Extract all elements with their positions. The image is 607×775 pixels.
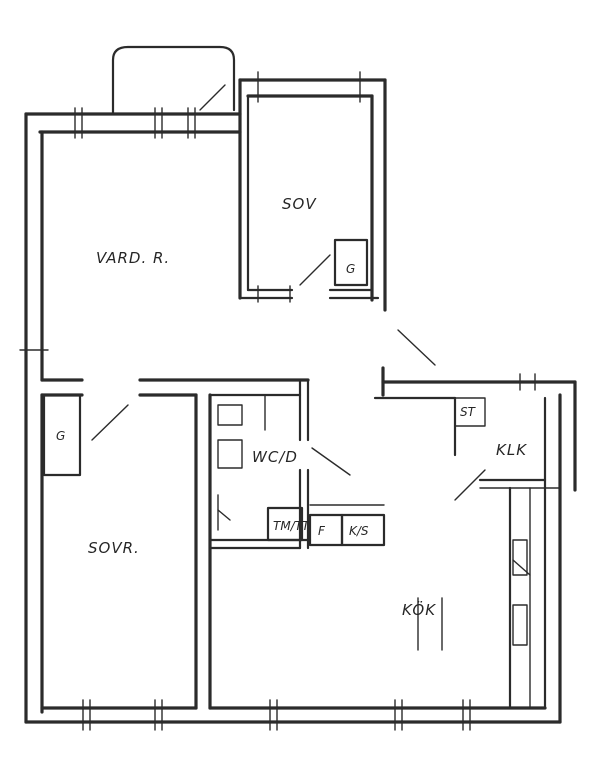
room-label-klk: KLK <box>496 441 527 459</box>
wardrobe-sovrum-label: G <box>56 429 65 443</box>
wardrobe-sov-label: G <box>346 262 355 276</box>
wardrobe-sovrum: G <box>42 393 82 477</box>
doors <box>91 84 486 501</box>
room-label-wc: WC/D <box>252 448 298 466</box>
room-label-kok: KÖK <box>402 600 436 619</box>
storage: ST <box>454 397 486 427</box>
wardrobe-sov: G <box>333 238 369 287</box>
outer-walls <box>24 78 577 724</box>
storage-label: ST <box>460 405 477 419</box>
tumble-dryer-label: TM/TT <box>273 519 311 533</box>
interior-walls <box>40 78 561 710</box>
room-label-vardagsrum: VARD. R. <box>96 249 170 267</box>
wc-fixtures <box>217 394 266 531</box>
freezer-label: K/S <box>349 524 369 538</box>
room-label-sov: SOV <box>282 195 317 213</box>
windows <box>19 71 536 731</box>
fridge-label: F <box>318 524 326 538</box>
room-label-sovrum: SOVR. <box>88 539 140 557</box>
appliances: TM/TT F K/S <box>266 504 531 651</box>
balcony <box>111 45 236 116</box>
